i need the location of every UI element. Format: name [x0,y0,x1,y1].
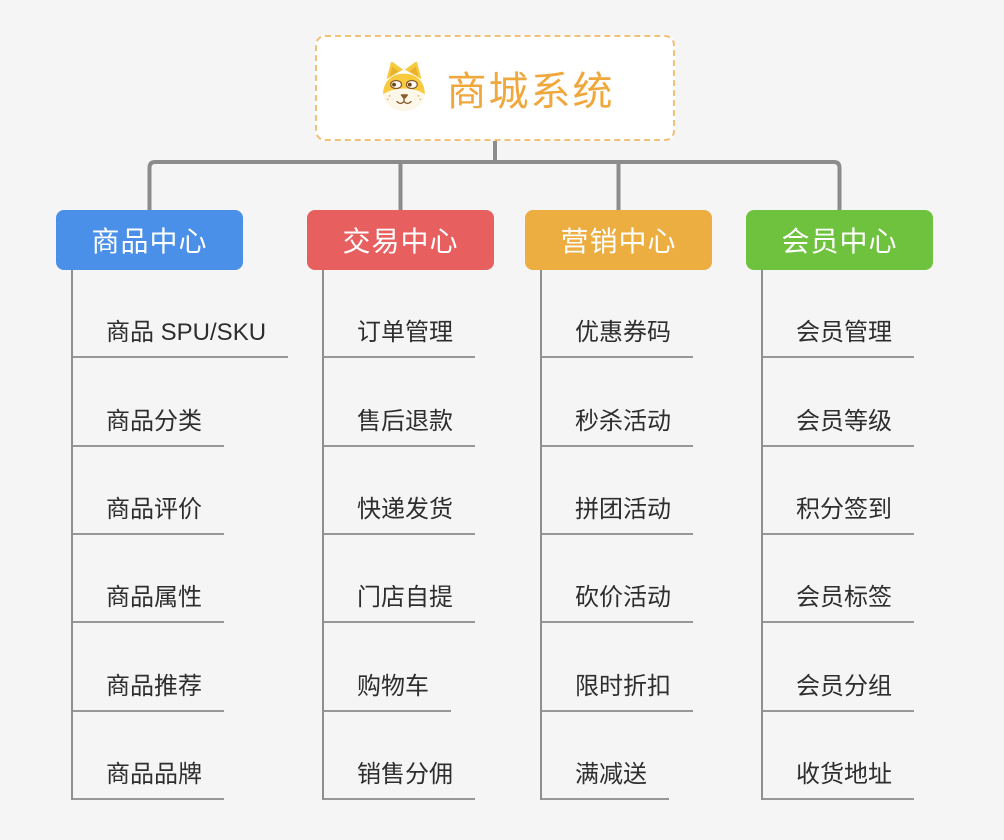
branch-label: 商品中心 [91,226,208,257]
list-item: 商品推荐 [73,623,313,712]
branch-node-marketing-center[interactable]: 营销中心 [525,210,712,270]
leaf-topic[interactable]: 快递发货 [324,489,475,535]
leaf-topic[interactable]: 商品评价 [73,489,224,535]
list-item: 商品 SPU/SKU [73,270,313,359]
list-item: 商品品牌 [73,712,313,800]
branch-node-trade-center[interactable]: 交易中心 [307,210,494,270]
leaf-column-trade: 订单管理 售后退款 快递发货 门店自提 购物车 销售分佣 [322,270,564,800]
leaf-topic[interactable]: 满减送 [542,754,669,800]
leaf-topic[interactable]: 商品分类 [73,401,224,447]
branch-node-product-center[interactable]: 商品中心 [56,210,243,270]
list-item: 会员等级 [763,358,1003,447]
list-item: 订单管理 [324,270,564,359]
leaf-topic[interactable]: 限时折扣 [542,666,693,712]
list-item: 售后退款 [324,358,564,447]
leaf-topic[interactable]: 收货地址 [763,754,914,800]
list-item: 满减送 [542,712,782,800]
leaf-topic[interactable]: 拼团活动 [542,489,693,535]
leaf-topic[interactable]: 会员等级 [763,401,914,447]
branch-label: 会员中心 [781,226,898,257]
list-item: 收货地址 [763,712,1003,800]
leaf-column-product: 商品 SPU/SKU 商品分类 商品评价 商品属性 商品推荐 商品品牌 [71,270,313,800]
leaf-topic[interactable]: 会员分组 [763,666,914,712]
list-item: 砍价活动 [542,535,782,624]
leaf-topic[interactable]: 商品属性 [73,577,224,624]
list-item: 商品评价 [73,447,313,535]
root-topic-mall-system[interactable]: 商城系统 [315,35,675,141]
list-item: 商品分类 [73,358,313,447]
leaf-topic[interactable]: 积分签到 [763,489,914,535]
shiba-dog-icon [382,61,425,112]
leaf-topic[interactable]: 门店自提 [324,577,475,624]
list-item: 门店自提 [324,535,564,624]
leaf-topic[interactable]: 秒杀活动 [542,401,693,447]
branch-label: 营销中心 [560,226,677,257]
leaf-column-marketing: 优惠券码 秒杀活动 拼团活动 砍价活动 限时折扣 满减送 [540,270,782,800]
list-item: 会员管理 [763,270,1003,359]
root-topic-label: 商城系统 [446,70,615,114]
list-item: 销售分佣 [324,712,564,800]
leaf-topic[interactable]: 订单管理 [324,312,475,359]
list-item: 会员分组 [763,623,1003,712]
leaf-column-member: 会员管理 会员等级 积分签到 会员标签 会员分组 收货地址 [761,270,1003,800]
leaf-topic[interactable]: 商品品牌 [73,754,224,800]
leaf-topic[interactable]: 砍价活动 [542,577,693,624]
list-item: 秒杀活动 [542,358,782,447]
leaf-topic[interactable]: 会员标签 [763,577,914,624]
list-item: 积分签到 [763,447,1003,535]
list-item: 优惠券码 [542,270,782,359]
leaf-topic[interactable]: 会员管理 [763,312,914,359]
leaf-topic[interactable]: 商品 SPU/SKU [73,312,289,359]
branch-label: 交易中心 [342,226,459,257]
list-item: 会员标签 [763,535,1003,624]
leaf-topic[interactable]: 优惠券码 [542,312,693,359]
list-item: 拼团活动 [542,447,782,535]
list-item: 购物车 [324,623,564,712]
branch-node-member-center[interactable]: 会员中心 [746,210,933,270]
list-item: 商品属性 [73,535,313,624]
leaf-topic[interactable]: 售后退款 [324,401,475,447]
leaf-topic[interactable]: 购物车 [324,666,451,712]
list-item: 限时折扣 [542,623,782,712]
leaf-topic[interactable]: 商品推荐 [73,666,224,712]
list-item: 快递发货 [324,447,564,535]
leaf-topic[interactable]: 销售分佣 [324,754,475,800]
